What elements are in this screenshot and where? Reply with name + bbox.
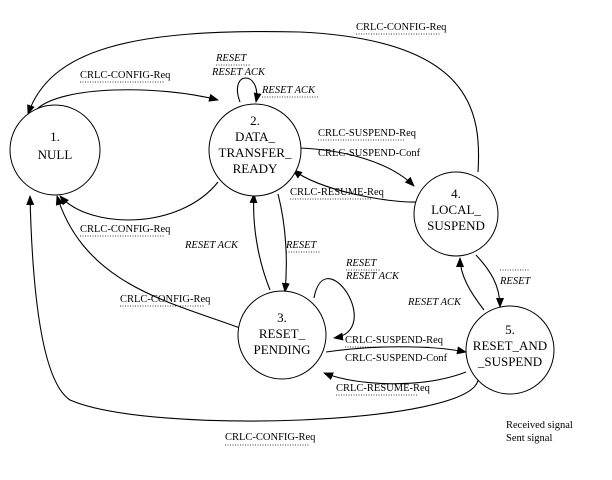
edge-rp-to-rs-suspend: [325, 346, 467, 355]
state-reset-pending: 3. RESET_ PENDING: [237, 290, 327, 380]
label-reset-ack-dtr: RESET ACK: [184, 240, 239, 251]
label-resume-req-rp: CRLC-RESUME-Req: [336, 383, 431, 394]
label-rp-self-reset: RESET: [345, 258, 377, 269]
state-rs-line1: RESET_AND: [473, 338, 547, 353]
state-rp-number: 3.: [277, 310, 287, 325]
label-suspend-conf-rp: CRLC-SUSPEND-Conf: [345, 353, 448, 364]
state-data-transfer-ready: 2. DATA_ TRANSFER_ READY: [208, 103, 302, 197]
legend: Received signal Sent signal: [506, 420, 573, 444]
edge-rp-to-null-config: [55, 195, 241, 329]
edge-dtr-to-local-suspend: [299, 147, 415, 187]
state-ls-line1: LOCAL_: [431, 202, 481, 217]
state-ls-line2: SUSPEND: [427, 218, 485, 233]
edge-rs-to-rp-resume: [323, 371, 467, 385]
label-config-bottom: CRLC-CONFIG-Req: [225, 432, 316, 443]
label-dtr-self-reset-ack: RESET ACK: [211, 67, 266, 78]
edge-rp-self-loop: [313, 278, 355, 341]
edge-rp-to-dtr-reset-ack: [249, 193, 271, 291]
state-rs-line2: _SUSPEND: [477, 354, 542, 369]
edge-ls-to-rs-reset: [475, 254, 504, 308]
label-reset-dtr: RESET: [285, 240, 317, 251]
label-reset-ack-ls: RESET ACK: [407, 297, 462, 308]
label-dtr-self-reset: RESET: [215, 53, 247, 64]
edge-dtr-self-loop: [236, 77, 262, 103]
label-suspend-req-dtr: CRLC-SUSPEND-Req: [318, 128, 417, 139]
state-rp-line2: PENDING: [253, 342, 310, 357]
label-config-dtr-to-null: CRLC-CONFIG-Req: [80, 224, 171, 235]
edge-dtr-to-null-config: [59, 181, 219, 221]
state-local-suspend: 4. LOCAL_ SUSPEND: [413, 171, 499, 257]
state-dtr-line2: TRANSFER_: [219, 145, 292, 160]
edge-rs-to-null-config: [26, 195, 479, 422]
edge-null-to-dtr-config: [35, 89, 219, 111]
state-reset-and-suspend: 5. RESET_AND _SUSPEND: [465, 305, 555, 395]
label-suspend-req-rp: CRLC-SUSPEND-Req: [345, 335, 444, 346]
label-config-rp-to-null: CRLC-CONFIG-Req: [120, 294, 211, 305]
label-dtr-self-reset-ack-in: RESET ACK: [261, 85, 316, 96]
state-null: 1. NULL: [9, 104, 101, 196]
label-resume-req-dtr: CRLC-RESUME-Req: [290, 187, 385, 198]
edge-dtr-to-rp-reset: [277, 193, 290, 293]
state-null-name: NULL: [38, 147, 73, 162]
edge-local-suspend-to-null-config: [27, 31, 480, 173]
edge-rs-to-ls-reset-ack: [456, 257, 485, 311]
state-null-number: 1.: [50, 129, 60, 144]
label-rp-self-reset-ack: RESET ACK: [345, 271, 400, 282]
state-rp-line1: RESET_: [259, 326, 306, 341]
state-rs-number: 5.: [505, 322, 515, 337]
legend-received-signal: Received signal: [506, 420, 573, 431]
label-config-null-to-dtr: CRLC-CONFIG-Req: [80, 70, 171, 81]
label-reset-ls: RESET: [499, 276, 531, 287]
state-dtr-line1: DATA_: [235, 129, 276, 144]
label-suspend-conf-dtr: CRLC-SUSPEND-Conf: [318, 148, 421, 159]
state-ls-number: 4.: [451, 186, 461, 201]
legend-sent-signal: Sent signal: [506, 433, 552, 444]
edge-local-suspend-to-dtr: [292, 169, 419, 203]
state-dtr-line3: READY: [233, 161, 278, 176]
label-config-top: CRLC-CONFIG-Req: [356, 22, 447, 33]
state-dtr-number: 2.: [250, 113, 260, 128]
